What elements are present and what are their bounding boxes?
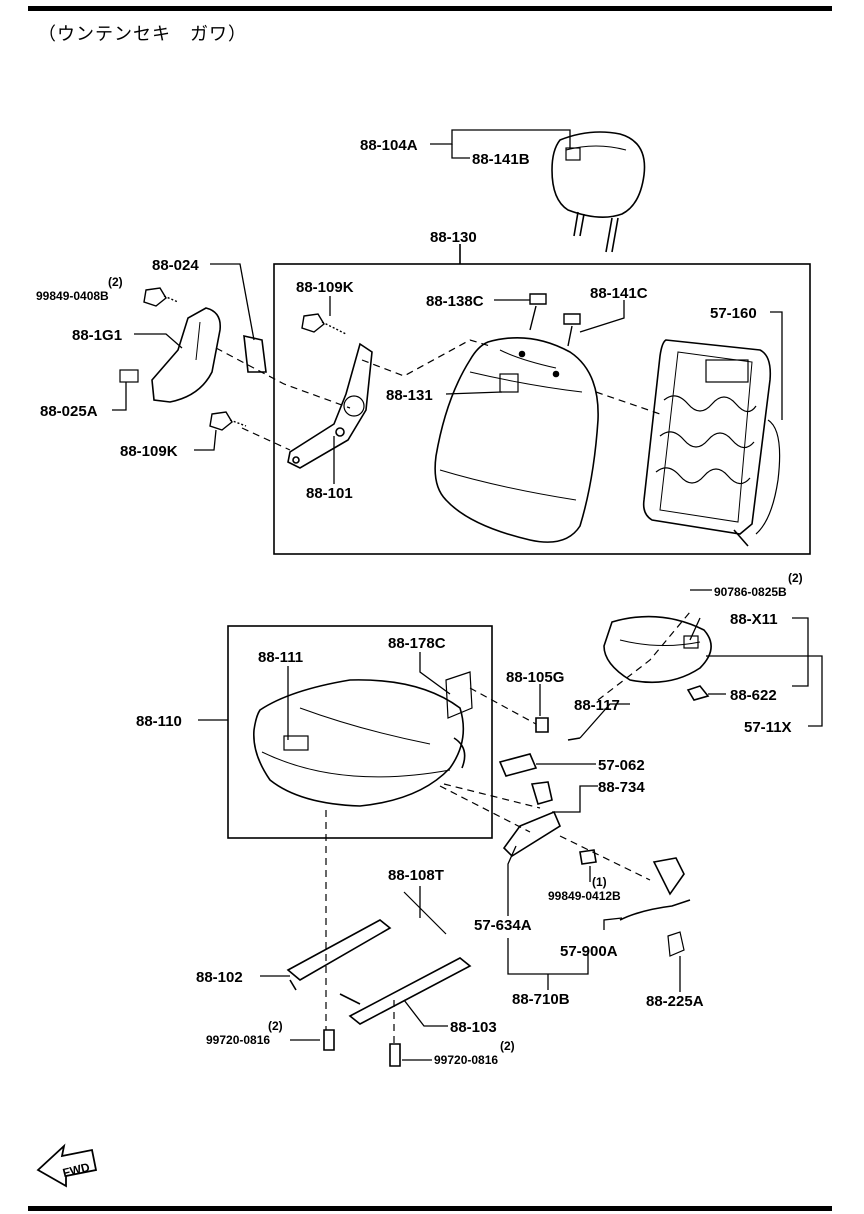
seatback-frame-illustration: [642, 339, 781, 547]
side-cover-illustration: [119, 307, 267, 403]
label-88-109K-lower: 88-109K: [120, 443, 178, 460]
label-88-102: 88-102: [196, 969, 243, 986]
label-88-225A: 88-225A: [646, 993, 704, 1010]
label-57-11X: 57-11X: [744, 719, 792, 736]
label-88-117: 88-117: [574, 697, 620, 714]
label-88-141B: 88-141B: [472, 151, 530, 168]
seat-rails-illustration: [286, 891, 472, 1067]
label-88-178C: 88-178C: [388, 635, 446, 652]
label-57-634A: 57-634A: [474, 917, 532, 934]
label-99849-0408B-qty: (2): [108, 275, 123, 289]
seatback-group-box: [273, 263, 811, 555]
label-88-141C: 88-141C: [590, 285, 648, 302]
bolt-illustrations: [143, 287, 581, 431]
label-99849-0408B: 99849-0408B: [36, 289, 109, 303]
bottom-border: [28, 1206, 832, 1211]
right-side-parts-illustration: [498, 615, 712, 957]
seat-cushion-illustration: [253, 671, 473, 807]
guide-lines-back: [215, 339, 661, 451]
label-88-710B: 88-710B: [512, 991, 570, 1008]
label-99849-0412B-qty: (1): [592, 875, 607, 889]
label-88-622: 88-622: [730, 687, 777, 704]
label-88-130: 88-130: [430, 229, 477, 246]
label-88-105G: 88-105G: [506, 669, 564, 686]
label-88-104A: 88-104A: [360, 137, 418, 154]
label-88-101: 88-101: [306, 485, 353, 502]
label-99849-0412B: 99849-0412B: [548, 889, 621, 903]
label-57-160: 57-160: [710, 305, 757, 322]
label-57-062: 57-062: [598, 757, 645, 774]
label-99720-0816-right-qty: (2): [500, 1039, 515, 1053]
fwd-label: FWD: [61, 1160, 91, 1180]
label-88-734: 88-734: [598, 779, 645, 796]
label-88-109K-upper: 88-109K: [296, 279, 354, 296]
label-99720-0816-right: 99720-0816: [434, 1053, 498, 1067]
headrest-illustration: [551, 131, 646, 253]
label-88-108T: 88-108T: [388, 867, 444, 884]
guide-lines-cushion: [325, 611, 691, 1044]
label-88-X11: 88-X11: [730, 611, 778, 628]
seat-cushion-group-box: [227, 625, 493, 839]
label-88-1G1: 88-1G1: [72, 327, 122, 344]
label-99720-0816-left-qty: (2): [268, 1019, 283, 1033]
page-title: （ウンテンセキ ガワ）: [38, 24, 247, 45]
label-88-025A: 88-025A: [40, 403, 98, 420]
label-88-131: 88-131: [386, 387, 433, 404]
seatback-cushion-illustration: [434, 337, 599, 543]
label-90786-0825B: 90786-0825B: [714, 585, 787, 599]
label-88-110: 88-110: [136, 713, 182, 730]
label-88-103: 88-103: [450, 1019, 497, 1036]
label-88-111: 88-111: [258, 649, 303, 666]
label-88-138C: 88-138C: [426, 293, 484, 310]
label-88-024: 88-024: [152, 257, 199, 274]
recliner-bracket-illustration: [287, 342, 373, 469]
top-border: [28, 6, 832, 11]
label-99720-0816-left: 99720-0816: [206, 1033, 270, 1047]
label-57-900A: 57-900A: [560, 943, 618, 960]
label-90786-0825B-qty: (2): [788, 571, 803, 585]
fwd-arrow-icon: FWD: [36, 1143, 98, 1188]
leader-lines: [112, 129, 823, 1061]
